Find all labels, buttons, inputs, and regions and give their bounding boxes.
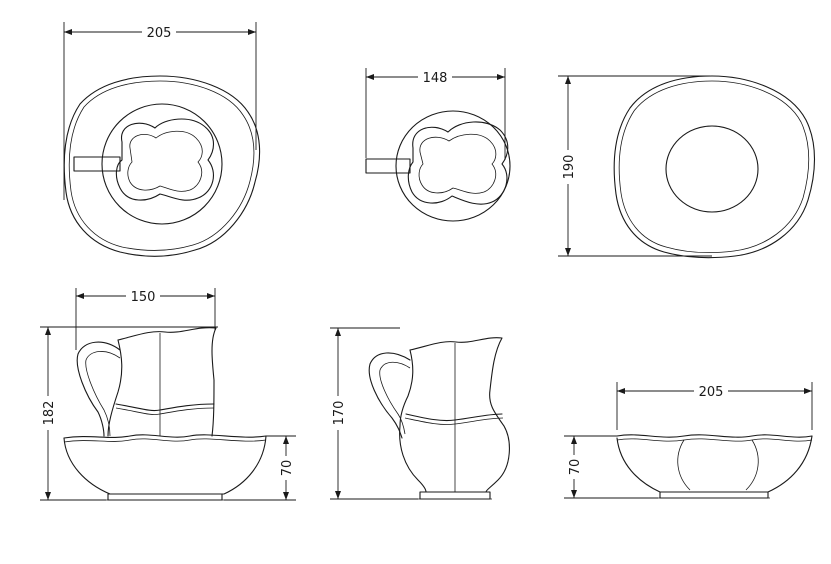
dim-label-basin-top-depth: 190 <box>562 155 577 180</box>
pitcher-mouth-top <box>127 130 203 192</box>
dim-label-set-front-width: 150 <box>131 290 156 305</box>
dim-basin-front-width: 205 <box>616 382 813 430</box>
pitcher-handle <box>368 352 411 439</box>
dim-set-height: 182 <box>40 326 218 501</box>
dim-label-pitcher-height: 170 <box>332 401 347 426</box>
pitcher-band-2 <box>404 417 504 425</box>
set-pitcher-left-side <box>107 339 123 437</box>
set-basin-rim <box>63 434 267 439</box>
front-view-pitcher <box>368 337 510 500</box>
basin-well-3 <box>665 125 759 213</box>
dim-pitcher-top-width: 148 <box>365 68 506 160</box>
dim-label-set-height: 182 <box>42 401 57 426</box>
basin-rim-outer-3 <box>613 75 816 259</box>
set-basin-rim-2 <box>63 438 267 443</box>
pitcher-band <box>405 413 503 422</box>
basin-rim-outer <box>63 75 261 257</box>
top-view-set <box>63 75 261 257</box>
set-pitcher-handle <box>76 341 121 437</box>
pitcher-lip <box>409 337 510 493</box>
dim-label-set-basin-height: 70 <box>280 460 295 477</box>
dim-basin-top-depth: 190 <box>558 75 712 257</box>
set-pitcher-handle-inner <box>85 351 121 437</box>
pitcher-body-top <box>115 118 215 201</box>
basin-rim <box>616 434 813 438</box>
top-view-basin <box>613 75 816 259</box>
dim-label-basin-height: 70 <box>568 459 583 476</box>
pitcher-mouth-top-2 <box>418 133 497 194</box>
pitcher-foot <box>419 491 491 500</box>
set-pitcher-band <box>115 403 215 412</box>
front-view-basin <box>616 434 813 499</box>
basin-lobe-2 <box>745 439 759 491</box>
dim-basin-height: 70 <box>564 435 658 499</box>
basin-foot <box>659 491 769 499</box>
basin-rim-inner <box>68 80 255 251</box>
set-pitcher-lip <box>117 327 217 437</box>
set-pitcher-band-2 <box>115 407 215 415</box>
dim-label-basin-front-width: 205 <box>699 385 724 400</box>
dim-basin-top-width: 205 <box>63 22 257 200</box>
dim-set-basin-height: 70 <box>224 435 296 501</box>
top-view-pitcher <box>365 110 511 222</box>
dim-label-basin-top-width: 205 <box>147 26 172 41</box>
basin-rim-2 <box>616 438 813 442</box>
basin-body <box>616 435 813 493</box>
basin-rim-inner-3 <box>618 80 810 254</box>
front-view-set <box>63 327 267 501</box>
dim-set-front-width: 150 <box>75 288 216 350</box>
pitcher-handle-top-2 <box>365 158 411 174</box>
basin-lobe-1 <box>677 439 691 491</box>
set-basin-body <box>63 435 267 495</box>
pitcher-left-profile <box>399 349 427 493</box>
pitcher-body-top-2 <box>407 121 509 205</box>
pitcher-foot-circle <box>395 110 511 222</box>
dim-label-pitcher-top-width: 148 <box>423 71 448 86</box>
pitcher-handle-inner <box>379 361 411 435</box>
dim-pitcher-height: 170 <box>330 327 418 500</box>
pitcher-handle-top <box>73 156 121 172</box>
set-basin-foot <box>107 493 223 501</box>
basin-well <box>101 103 223 225</box>
